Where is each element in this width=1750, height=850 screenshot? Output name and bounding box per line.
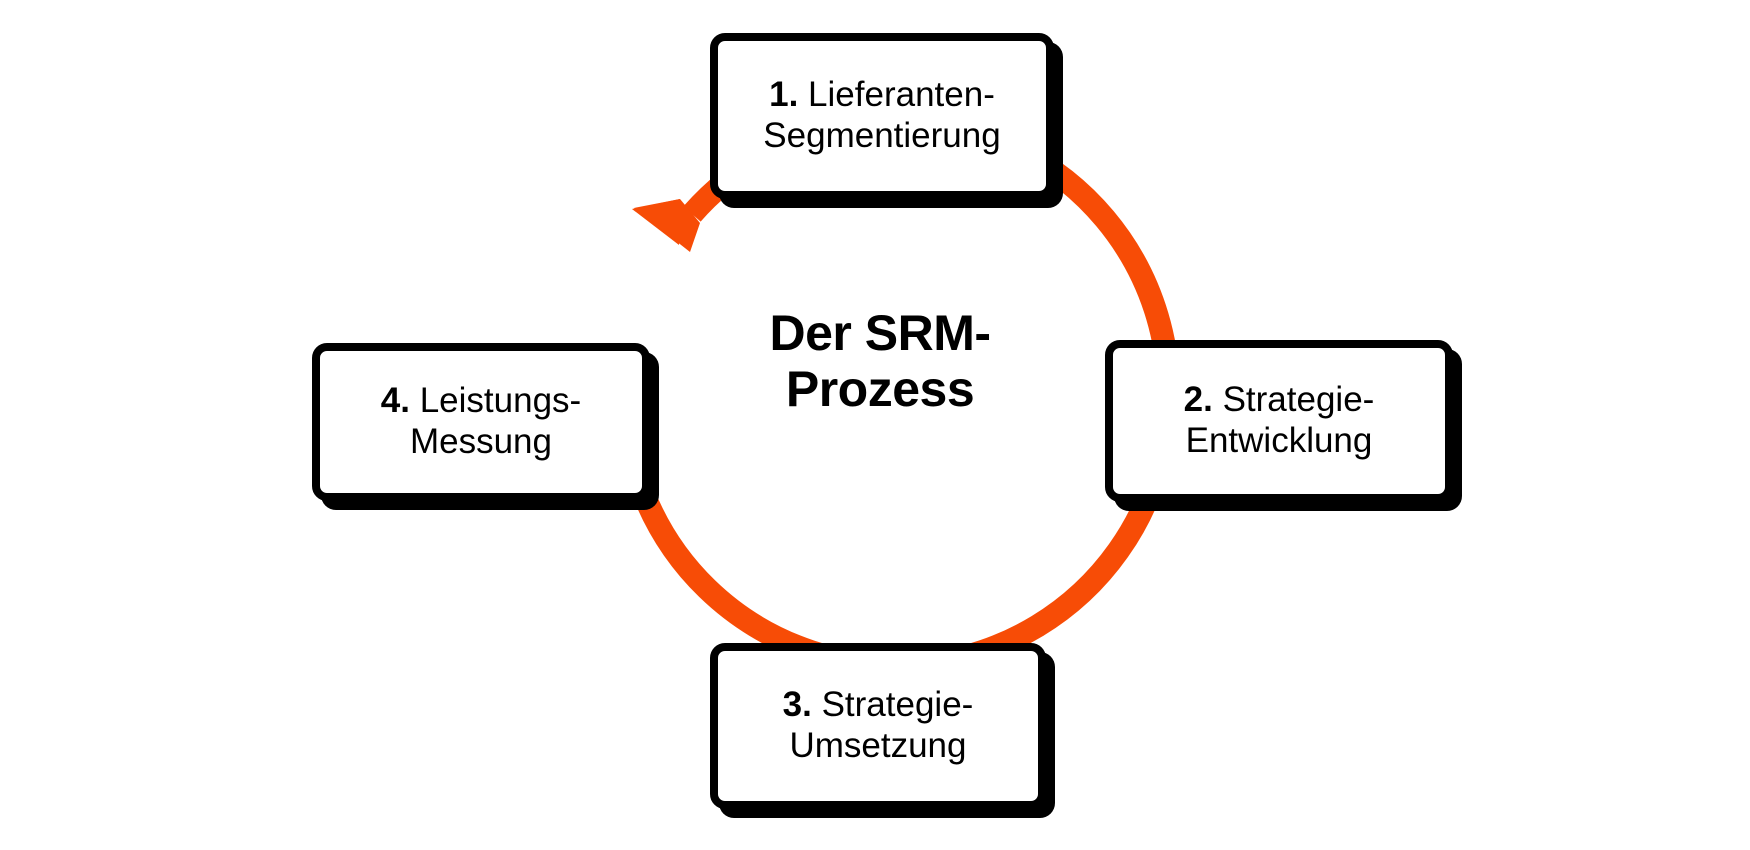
step-3-line-1: Strategie-: [811, 685, 974, 725]
step-4-number: 4.: [380, 381, 410, 421]
step-3-line-2: Umsetzung: [789, 726, 967, 765]
step-3-text: 3. Strategie- Umsetzung: [777, 685, 980, 766]
step-box-4-leistungs-messung[interactable]: 4. Leistungs- Messung: [312, 343, 650, 501]
step-1-number: 1.: [769, 75, 799, 115]
step-1-line-2: Segmentierung: [763, 116, 1001, 155]
step-4-text: 4. Leistungs- Messung: [375, 381, 587, 462]
step-box-2-strategie-entwicklung[interactable]: 2. Strategie- Entwicklung: [1105, 340, 1453, 502]
step-box-1-lieferanten-segmentierung[interactable]: 1. Lieferanten- Segmentierung: [710, 33, 1054, 199]
page-title-line-1: Der SRM-: [769, 305, 991, 361]
step-4-line-1: Leistungs-: [409, 381, 582, 421]
step-2-line-1: Strategie-: [1212, 380, 1375, 420]
step-2-line-2: Entwicklung: [1185, 421, 1373, 460]
arrow-head-fill-icon: [634, 199, 700, 252]
step-3-number: 3.: [782, 685, 812, 725]
step-1-text: 1. Lieferanten- Segmentierung: [757, 75, 1006, 156]
page-title-line-2: Prozess: [785, 361, 975, 417]
step-4-line-2: Messung: [409, 422, 552, 461]
step-1-line-1: Lieferanten-: [798, 75, 995, 115]
step-2-number: 2.: [1183, 380, 1213, 420]
step-2-text: 2. Strategie- Entwicklung: [1178, 380, 1381, 461]
step-box-3-strategie-umsetzung[interactable]: 3. Strategie- Umsetzung: [710, 643, 1046, 809]
page-title: Der SRM- Prozess: [690, 305, 1070, 417]
